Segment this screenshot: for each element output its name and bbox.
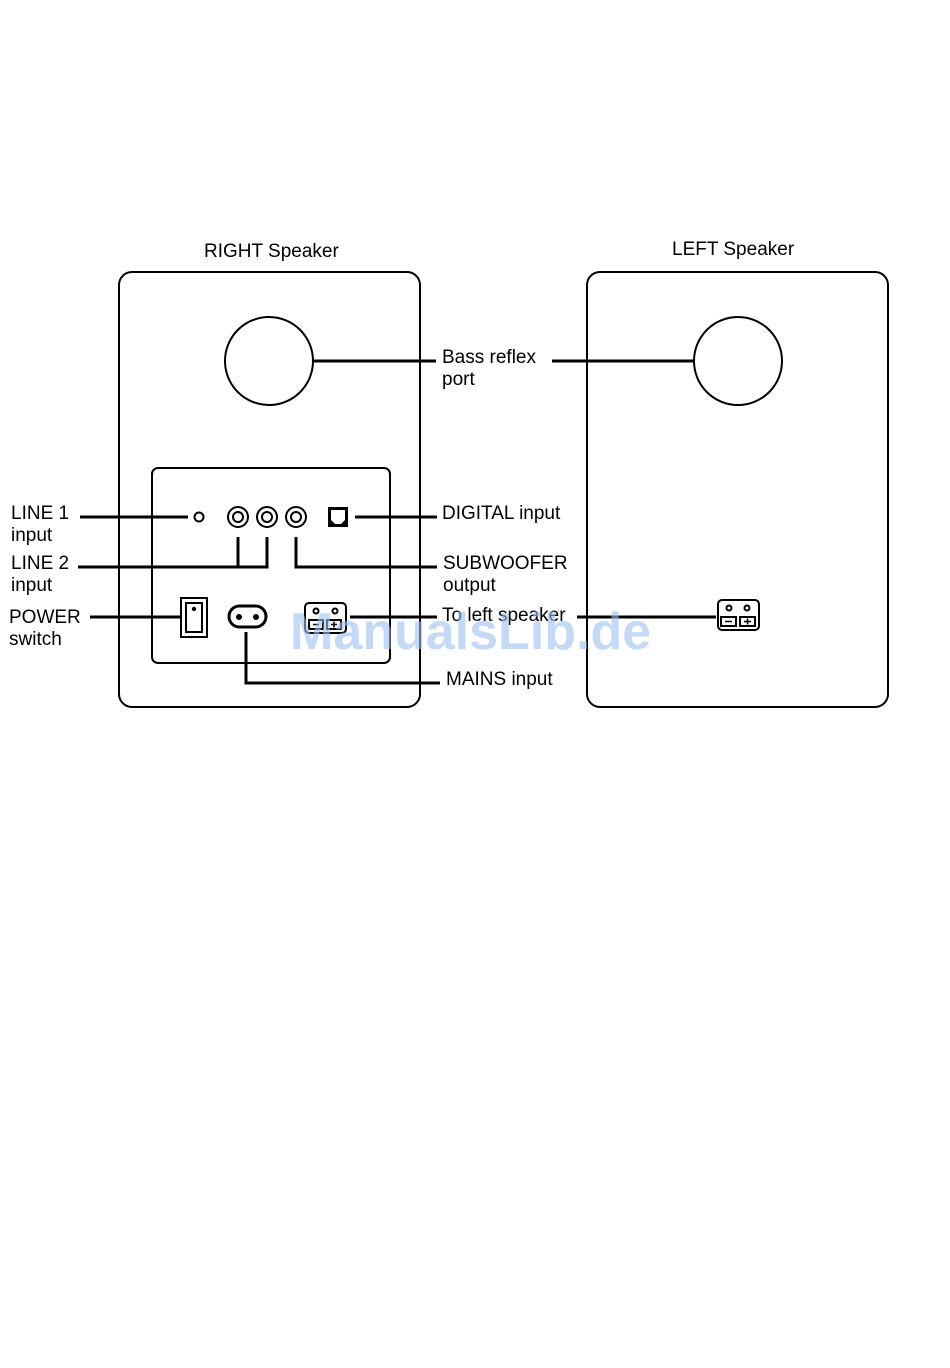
line2-rca-right: [257, 507, 277, 527]
left-speaker-terminal-icon: [718, 600, 759, 630]
left-speaker-title: LEFT Speaker: [672, 239, 795, 260]
line2-leader: [78, 537, 267, 567]
mains-label: MAINS input: [446, 669, 553, 690]
subwoofer-rca: [286, 507, 306, 527]
line1-jack: [195, 513, 204, 522]
right-speaker-title: RIGHT Speaker: [204, 241, 339, 262]
power-label-line2: switch: [9, 629, 62, 650]
line1-label-line2: input: [11, 525, 53, 546]
left-bass-reflex-port: [694, 317, 782, 405]
right-bass-reflex-port: [225, 317, 313, 405]
digital-optical-port: [328, 507, 348, 527]
power-label-line1: POWER: [9, 607, 81, 628]
line2-rca-left: [228, 507, 248, 527]
subwoofer-label-line1: SUBWOOFER: [443, 553, 568, 574]
digital-label: DIGITAL input: [442, 503, 561, 524]
bass-reflex-label-line1: Bass reflex: [442, 347, 536, 368]
mains-socket-icon: [229, 606, 266, 627]
watermark: ManualsLib.de: [290, 603, 651, 661]
line2-label-line1: LINE 2: [11, 553, 69, 574]
line1-label-line1: LINE 1: [11, 503, 69, 524]
power-switch-icon: [181, 598, 207, 637]
subwoofer-leader: [296, 537, 437, 567]
line2-label-line2: input: [11, 575, 53, 596]
bass-reflex-label-line2: port: [442, 369, 475, 390]
subwoofer-label-line2: output: [443, 575, 497, 596]
